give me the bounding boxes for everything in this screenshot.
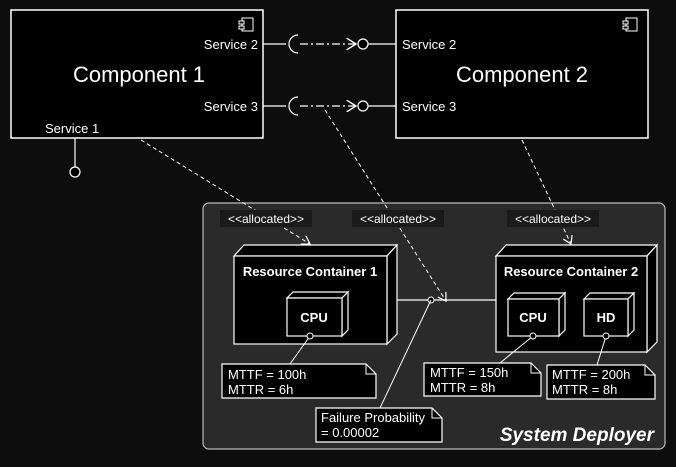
rc2-hd-node[interactable]: HD bbox=[582, 291, 636, 338]
note-line: MTTR = 6h bbox=[228, 382, 293, 397]
allocated-label-text: <<allocated>> bbox=[228, 212, 304, 226]
allocated-label-text: <<allocated>> bbox=[360, 212, 436, 226]
service-2-connector bbox=[263, 34, 396, 54]
rc2-cpu-node[interactable]: CPU bbox=[506, 291, 567, 338]
note-line: MTTF = 100h bbox=[228, 367, 306, 382]
system-deployer-title: System Deployer bbox=[500, 425, 656, 446]
note-failure-probability: Failure Probability = 0.00002 bbox=[315, 407, 443, 443]
note-rc2-hd: MTTF = 200h MTTR = 8h bbox=[546, 364, 656, 400]
note-line: MTTR = 8h bbox=[552, 382, 617, 397]
allocated-label: <<allocated>> bbox=[352, 210, 444, 227]
component-1[interactable]: Component 1 Service 2 Service 3 Service … bbox=[10, 9, 264, 139]
service-3-connector bbox=[263, 96, 396, 116]
allocated-label: <<allocated>> bbox=[220, 210, 312, 227]
note-line: Failure Probability bbox=[321, 410, 426, 425]
component-2[interactable]: Component 2 Service 2 Service 3 bbox=[395, 9, 649, 139]
component-icon bbox=[622, 17, 638, 32]
component-1-title: Component 1 bbox=[73, 62, 205, 87]
service-1-label: Service 1 bbox=[45, 121, 99, 136]
service-1-interface-icon bbox=[69, 166, 81, 178]
note-line: MTTF = 200h bbox=[552, 367, 630, 382]
note-line: = 0.00002 bbox=[321, 425, 379, 440]
hd-label: HD bbox=[597, 310, 616, 325]
allocation-arrow-2 bbox=[324, 109, 446, 301]
service-2-label: Service 2 bbox=[204, 37, 258, 52]
component-icon bbox=[238, 17, 254, 32]
note-line: MTTF = 150h bbox=[430, 365, 508, 380]
service-3-label: Service 3 bbox=[402, 99, 456, 114]
allocated-label: <<allocated>> bbox=[507, 210, 599, 227]
service-2-label: Service 2 bbox=[402, 37, 456, 52]
cpu-label: CPU bbox=[519, 310, 546, 325]
note-line: MTTR = 8h bbox=[430, 380, 495, 395]
cpu-label: CPU bbox=[300, 310, 327, 325]
note-rc2-cpu: MTTF = 150h MTTR = 8h bbox=[423, 362, 542, 397]
service-3-label: Service 3 bbox=[204, 99, 258, 114]
resource-container-1[interactable]: Resource Container 1 bbox=[232, 243, 399, 346]
allocation-arrow-3 bbox=[521, 139, 571, 244]
note-rc1-cpu: MTTF = 100h MTTR = 6h bbox=[221, 363, 377, 399]
component-2-title: Component 2 bbox=[456, 62, 588, 87]
allocated-label-text: <<allocated>> bbox=[515, 212, 591, 226]
rc1-cpu-node[interactable]: CPU bbox=[285, 290, 350, 338]
resource-container-1-title: Resource Container 1 bbox=[243, 264, 377, 279]
allocation-arrow-1 bbox=[140, 139, 310, 244]
resource-container-2-title: Resource Container 2 bbox=[504, 264, 638, 279]
